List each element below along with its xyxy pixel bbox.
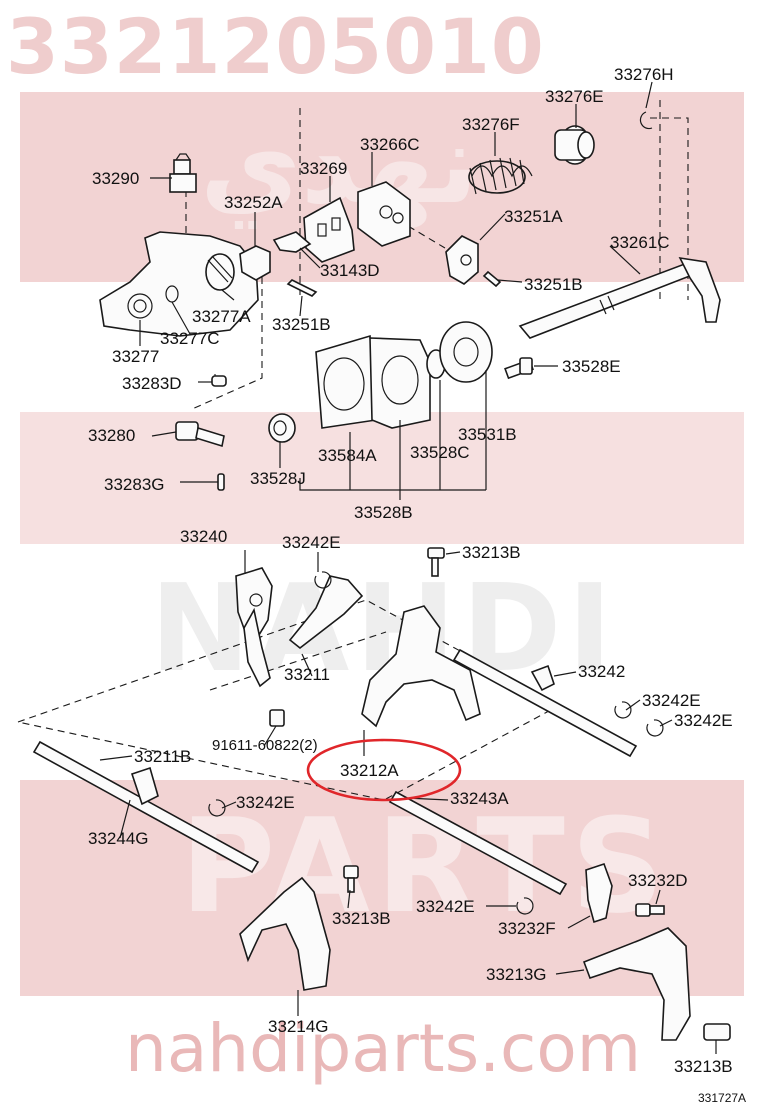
label-33269[interactable]: 33269 <box>300 159 347 178</box>
fork-33213G <box>582 927 691 1041</box>
label-33528J[interactable]: 33528J <box>250 469 306 488</box>
label-33243A[interactable]: 33243A <box>450 789 509 808</box>
pin-33283G <box>217 473 225 491</box>
label-33242E-e[interactable]: 33242E <box>416 897 475 916</box>
snap-ring-33276H <box>639 111 653 130</box>
label-33251A[interactable]: 33251A <box>504 207 563 226</box>
label-33232F[interactable]: 33232F <box>498 919 556 938</box>
bolt-33213B-mid <box>343 865 359 893</box>
watermark-site: nahdiparts.com <box>125 1010 642 1087</box>
label-33242E-a[interactable]: 33242E <box>282 533 341 552</box>
label-33211B[interactable]: 33211B <box>134 747 191 766</box>
bolt-33213B-bottom <box>703 1023 731 1041</box>
label-33251B-mid[interactable]: 33251B <box>272 315 331 334</box>
label-33528B[interactable]: 33528B <box>354 503 413 522</box>
fork-33212A <box>361 605 481 728</box>
clip-33143D <box>272 231 312 253</box>
bolt-33528E <box>504 357 534 380</box>
bushing-33528J <box>268 413 296 443</box>
spring-33277A <box>205 253 235 291</box>
watermark-part-number: 3321205010 <box>6 2 545 91</box>
label-33213B-c[interactable]: 33213B <box>674 1057 733 1076</box>
label-33242[interactable]: 33242 <box>578 662 625 681</box>
label-33276E[interactable]: 33276E <box>545 87 604 106</box>
shaft-33244G <box>32 740 260 874</box>
sensor-33280 <box>175 421 225 448</box>
label-33528C[interactable]: 33528C <box>410 443 470 462</box>
shaft-33242 <box>452 648 638 758</box>
switch-33290 <box>169 153 197 193</box>
label-33242E-b[interactable]: 33242E <box>642 691 701 710</box>
pin-33251B-mid <box>286 279 318 297</box>
label-33528E[interactable]: 33528E <box>562 357 621 376</box>
label-33244G[interactable]: 33244G <box>88 829 149 848</box>
label-33266C[interactable]: 33266C <box>360 135 420 154</box>
label-33213B-b[interactable]: 33213B <box>332 909 391 928</box>
label-33252A[interactable]: 33252A <box>224 193 283 212</box>
diagram-code: 331727A <box>698 1091 746 1105</box>
label-33276F[interactable]: 33276F <box>462 115 520 134</box>
seal-33531B <box>439 321 493 383</box>
shaft-33261C <box>518 256 721 339</box>
lever-33211 <box>288 575 364 650</box>
part-labels: 33276H 33276E 33276F 33266C 33269 33290 … <box>88 65 746 1105</box>
gasket-33584A <box>315 334 377 429</box>
label-33277[interactable]: 33277 <box>112 347 159 366</box>
leader-lines <box>99 81 717 1054</box>
fork-head-33251A <box>445 235 479 285</box>
label-33212A-highlighted[interactable]: 33212A <box>340 761 399 780</box>
label-33283G[interactable]: 33283G <box>104 475 165 494</box>
label-33240[interactable]: 33240 <box>180 527 227 546</box>
label-33242E-d[interactable]: 33242E <box>236 793 295 812</box>
label-33143D[interactable]: 33143D <box>320 261 380 280</box>
snap-rings-33242E <box>208 571 664 915</box>
spring-33276F <box>468 157 533 195</box>
bolt-91611 <box>269 709 285 727</box>
label-33277C[interactable]: 33277C <box>160 329 220 348</box>
washer-33276E <box>554 125 595 165</box>
housing-33528 <box>369 337 431 429</box>
label-33213G[interactable]: 33213G <box>486 965 547 984</box>
bolt-33213B-top <box>427 547 445 577</box>
plate-33269 <box>303 196 355 263</box>
label-33242E-c[interactable]: 33242E <box>674 711 733 730</box>
label-33283D[interactable]: 33283D <box>122 374 182 393</box>
label-91611[interactable]: 91611-60822(2) <box>212 737 318 754</box>
label-33277A[interactable]: 33277A <box>192 307 251 326</box>
label-33211[interactable]: 33211 <box>284 665 330 684</box>
label-33290[interactable]: 33290 <box>92 169 139 188</box>
fork-33214G <box>239 876 331 991</box>
piece-33252A <box>239 245 271 281</box>
label-33251B-top[interactable]: 33251B <box>524 275 583 294</box>
lever-33240 <box>235 567 273 688</box>
label-33584A[interactable]: 33584A <box>318 446 377 465</box>
pin-33251B <box>482 270 502 288</box>
label-33261C[interactable]: 33261C <box>610 233 670 252</box>
highlight-ring <box>306 738 462 802</box>
label-33214G[interactable]: 33214G <box>268 1017 329 1036</box>
bolt-33232D <box>635 903 665 917</box>
plug-33283D <box>211 375 227 387</box>
block-33266C <box>357 181 411 247</box>
label-33531B[interactable]: 33531B <box>458 425 517 444</box>
bracket-33528B <box>299 370 487 500</box>
label-33213B-a[interactable]: 33213B <box>462 543 521 562</box>
piece-33232F <box>585 862 613 924</box>
label-33232D[interactable]: 33232D <box>628 871 688 890</box>
label-33280[interactable]: 33280 <box>88 426 135 445</box>
watermark-band-mid <box>20 412 744 544</box>
label-33276H[interactable]: 33276H <box>614 65 674 84</box>
